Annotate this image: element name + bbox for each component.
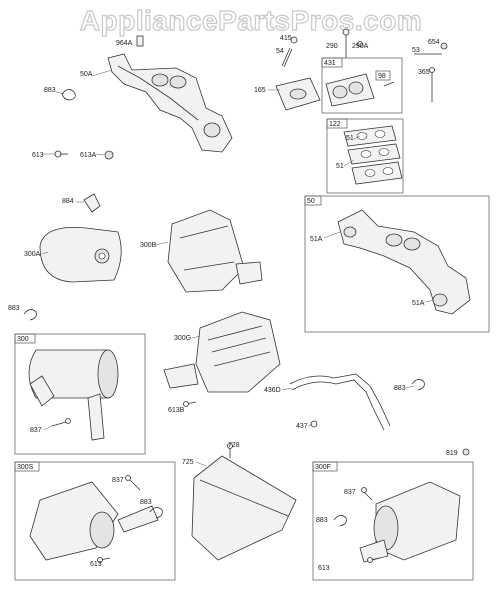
label-964a: 964A [116, 40, 133, 47]
part-437 [310, 420, 318, 428]
label-613-c: 613 [90, 561, 102, 568]
label-54: 54 [276, 48, 284, 55]
label-613-d: 613 [318, 565, 330, 572]
part-clip-883-c [411, 379, 425, 391]
label-365: 365 [418, 69, 430, 76]
part-manifold-51a [337, 209, 471, 315]
label-53: 53 [412, 47, 420, 54]
label-613b: 613B [168, 407, 185, 414]
label-51-b: 51 [336, 163, 344, 170]
part-gaskets-51 [343, 125, 403, 185]
part-bolt-613b [183, 401, 197, 407]
box-300s-label: 300S [17, 464, 34, 471]
label-883-c: 883 [394, 385, 406, 392]
part-290a [357, 41, 363, 47]
part-819 [462, 448, 470, 456]
label-300g: 300G [174, 335, 191, 342]
label-415: 415 [280, 35, 292, 42]
label-725: 725 [182, 459, 194, 466]
box-300-label: 300 [17, 336, 29, 343]
box-50: 50 [304, 195, 490, 333]
part-heat-shield-300a [39, 227, 122, 283]
part-415 [290, 36, 298, 44]
part-613-d [367, 557, 381, 563]
label-437: 437 [296, 423, 308, 430]
label-837-b: 837 [112, 477, 124, 484]
label-300b: 300B [140, 242, 157, 249]
part-guard-725 [191, 455, 297, 561]
part-clip-883-d [149, 507, 163, 519]
label-165: 165 [254, 87, 266, 94]
box-122: 122 [326, 118, 404, 194]
part-gasket-165 [275, 77, 321, 111]
part-883-clip-a [61, 89, 76, 101]
label-51a-1: 51A [310, 236, 323, 243]
part-654 [440, 42, 448, 50]
part-stud-54 [281, 47, 293, 68]
part-613-c [97, 557, 111, 563]
box-431: 431 98 [321, 57, 403, 114]
label-819: 819 [446, 450, 458, 457]
part-tube-436d [289, 373, 391, 431]
box-300s: 300S [14, 461, 176, 581]
box-300: 300 [14, 333, 146, 455]
part-728 [227, 443, 233, 458]
watermark-text: AppliancePartsPros.com [80, 5, 422, 36]
part-spacer-431 [325, 73, 395, 107]
part-clip-883-b [23, 309, 37, 321]
part-837-a [51, 418, 71, 427]
label-50a: 50A [80, 71, 93, 78]
part-muffler-300f [359, 481, 461, 563]
part-muffler-300b [167, 209, 263, 293]
label-883-e: 883 [316, 517, 328, 524]
box-300f-label: 300F [315, 464, 331, 471]
label-654: 654 [428, 39, 440, 46]
label-290a: 290A [352, 43, 369, 50]
label-613: 613 [32, 152, 44, 159]
part-manifold-50a [107, 53, 233, 153]
part-837-c [361, 487, 373, 501]
label-436d: 436D [264, 387, 281, 394]
label-883-d: 883 [140, 499, 152, 506]
part-bolt-613a [104, 150, 114, 160]
label-290: 290 [326, 43, 338, 50]
part-837-b [125, 475, 141, 491]
label-728: 728 [228, 442, 240, 449]
part-clip-883-e [333, 515, 347, 527]
box-122-label: 122 [329, 121, 341, 128]
part-bracket-884 [83, 193, 101, 213]
part-muffler-300s [29, 481, 159, 561]
label-837-a: 837 [30, 427, 42, 434]
box-431-label: 431 [324, 60, 336, 67]
label-300a: 300A [24, 251, 41, 258]
label-883-b: 883 [8, 305, 20, 312]
part-bolt-613 [54, 150, 68, 158]
label-883-a: 883 [44, 87, 56, 94]
part-964a [136, 35, 144, 47]
label-51a-2: 51A [412, 300, 425, 307]
leader-lines [41, 69, 435, 467]
label-884: 884 [62, 198, 74, 205]
part-muffler-300g [163, 311, 281, 393]
part-muffler-300 [28, 349, 119, 441]
label-837-c: 837 [344, 489, 356, 496]
box-300f: 300F [312, 461, 474, 581]
box-98-label: 98 [378, 73, 386, 80]
part-bolt-290 [342, 28, 350, 58]
label-51-a: 51 [346, 135, 354, 142]
label-613a: 613A [80, 152, 97, 159]
part-bolt-365 [429, 67, 435, 102]
box-50-label: 50 [307, 198, 315, 205]
